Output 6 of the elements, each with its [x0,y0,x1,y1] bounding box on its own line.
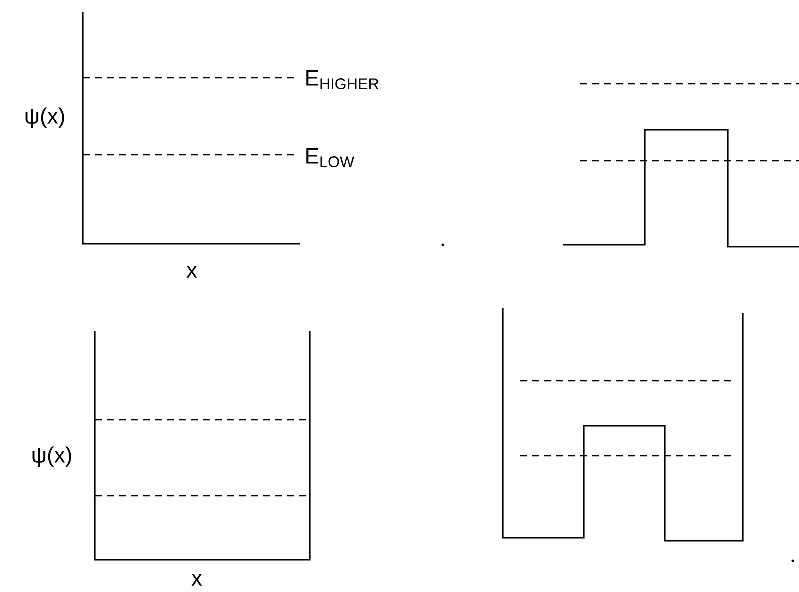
energy-label: E$_{HIGHER}$ [306,70,379,90]
axis-label: x [186,266,198,278]
axis-label: ψ(x) [32,446,72,468]
energy-label: E$_{LOW}$ [306,148,355,168]
axis-label: x [192,574,202,586]
axis-label: ψ(x) [26,108,64,128]
